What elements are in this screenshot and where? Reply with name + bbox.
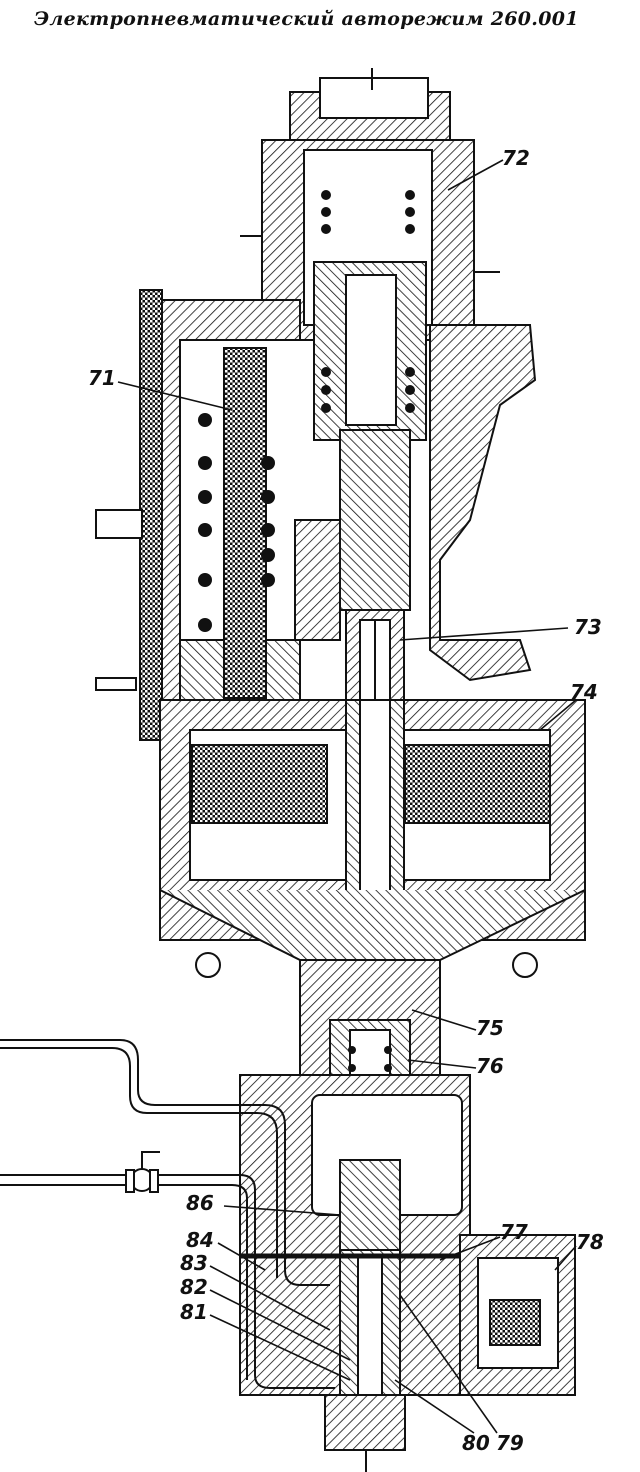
label-78: 78 <box>576 1230 604 1254</box>
lower-valve-block <box>239 1074 471 1472</box>
label-72: 72 <box>502 146 530 170</box>
side-valve <box>459 1234 576 1396</box>
label-84: 84 <box>186 1228 214 1252</box>
label-83: 83 <box>180 1251 208 1275</box>
label-75: 75 <box>476 1016 504 1040</box>
label-71: 71 <box>88 366 116 390</box>
label-73: 73 <box>574 615 602 639</box>
label-82: 82 <box>180 1275 208 1299</box>
diagram-title: Электропневматический авторежим 260.001 <box>34 8 579 30</box>
terminal-board <box>95 289 275 741</box>
main-body <box>159 299 537 701</box>
air-pipes <box>0 1039 335 1389</box>
label-80: 80 <box>462 1431 490 1455</box>
label-79: 79 <box>496 1431 524 1455</box>
cylinder <box>159 699 586 978</box>
label-81: 81 <box>180 1300 208 1324</box>
label-77: 77 <box>500 1220 528 1244</box>
top-cap-housing <box>240 68 500 441</box>
label-74: 74 <box>570 680 598 704</box>
leader-lines <box>117 159 577 1434</box>
label-76: 76 <box>476 1054 504 1078</box>
label-86: 86 <box>186 1191 214 1215</box>
